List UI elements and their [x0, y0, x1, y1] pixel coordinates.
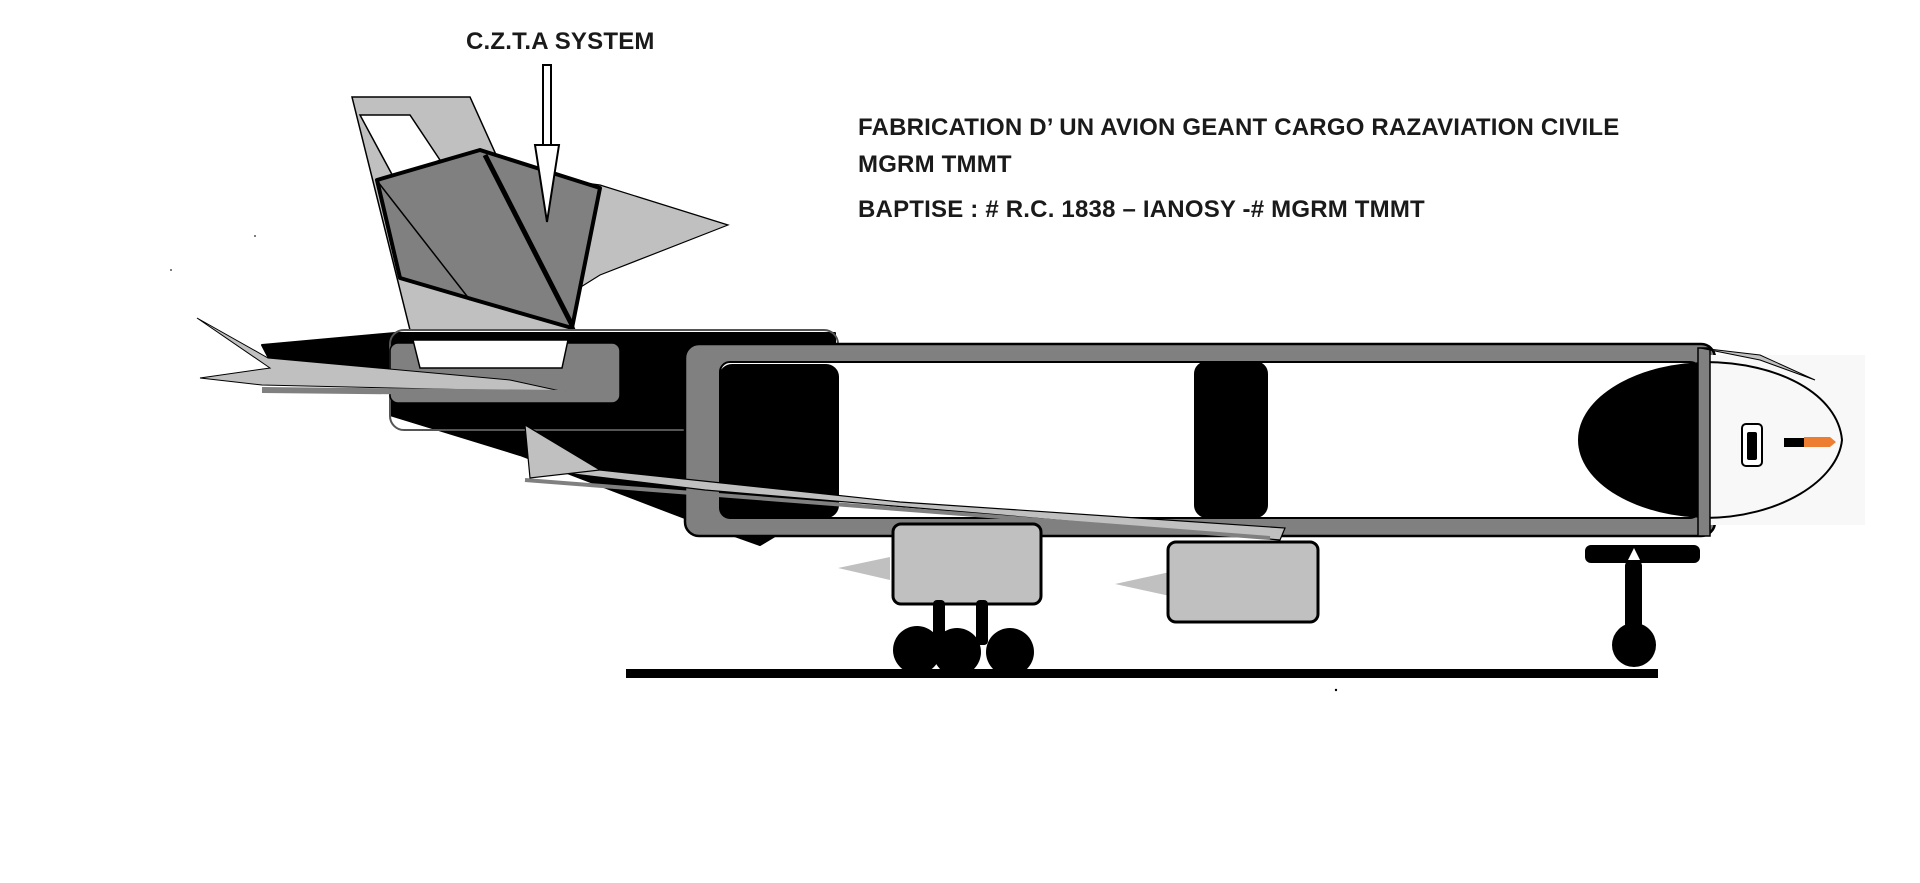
- main-gear-wheel-1: [893, 626, 941, 674]
- main-wing: [523, 423, 1286, 541]
- speck: [1334, 688, 1338, 692]
- speck: [170, 269, 172, 271]
- title-line-2: MGRM TMMT: [858, 151, 1012, 178]
- ground-line: [626, 669, 1658, 678]
- cockpit-window-inner: [1747, 432, 1757, 460]
- fin-root-window: [412, 339, 569, 369]
- main-gear-wheel-2: [933, 628, 981, 676]
- main-wing-edge: [524, 478, 1271, 540]
- title-line-3: BAPTISE : # R.C. 1838 – IANOSY -# MGRM T…: [858, 196, 1425, 223]
- engine-pylon-left: [838, 557, 890, 580]
- arrow-head: [533, 144, 561, 223]
- speck: [254, 235, 256, 237]
- nose-top-fairing: [1699, 347, 1816, 381]
- nose-gear-strut: [1625, 560, 1642, 630]
- pitot-probe: [1784, 438, 1818, 447]
- main-gear-wheel-3: [986, 628, 1034, 676]
- czta-diagonal-thin: [377, 181, 471, 301]
- rear-stabilizer-edge: [261, 387, 566, 396]
- nose-frame-strip: [1697, 347, 1711, 537]
- engine-right: [1166, 540, 1320, 624]
- title-line-1: FABRICATION D’ UN AVION GEANT CARGO RAZA…: [858, 114, 1620, 141]
- engine-pylon-right: [1115, 572, 1170, 596]
- rear-cargo-door: [719, 364, 839, 518]
- nose-gear-bay: [1585, 545, 1700, 563]
- czta-diagonal: [482, 153, 575, 327]
- pitot-probe-tip: [1804, 437, 1836, 447]
- nose-gear-wheel: [1612, 623, 1656, 667]
- middle-cargo-door: [1194, 361, 1268, 518]
- czta-system-label: C.Z.T.A SYSTEM: [466, 28, 655, 55]
- nose-cone-edge: [1703, 361, 1844, 519]
- wing-leading-tip: [524, 423, 602, 479]
- engine-left: [891, 522, 1043, 606]
- main-gear-strut-2: [976, 600, 988, 645]
- nose-gear-brace: [1628, 548, 1640, 560]
